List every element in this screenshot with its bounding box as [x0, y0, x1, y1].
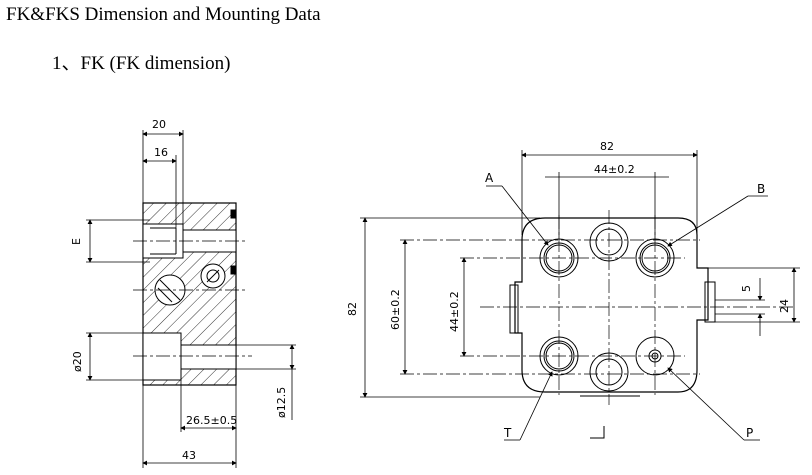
section-heading: 1、FK (FK dimension) — [52, 53, 231, 74]
dim-bore-depth: 26.5±0.5 — [186, 414, 237, 427]
port-label-p: P — [746, 426, 753, 440]
lower-bore — [142, 332, 182, 381]
dim-e-label: E — [70, 238, 83, 245]
dim-slot-height: 24 — [778, 299, 791, 313]
dim-top-width: 20 — [152, 118, 166, 131]
dim-overall-depth: 43 — [182, 449, 196, 462]
front-view — [509, 217, 716, 439]
dim-port-spacing-vertical-outer: 60±0.2 — [389, 289, 402, 330]
dim-top-inner: 16 — [154, 146, 168, 159]
lower-small-bore — [180, 344, 237, 370]
dim-port-spacing-horizontal: 44±0.2 — [594, 163, 635, 176]
dim-front-width: 82 — [600, 140, 614, 153]
valve-body-outline — [514, 217, 709, 393]
port-label-t: T — [503, 426, 512, 440]
dim-slot-width: 5 — [740, 285, 753, 292]
dim-bore-dia: ø20 — [71, 351, 84, 372]
dim-port-spacing-vertical-inner: 44±0.2 — [448, 291, 461, 332]
page-title: FK&FKS Dimension and Mounting Data — [6, 4, 321, 25]
dim-front-height: 82 — [346, 302, 359, 316]
port-label-b: B — [757, 182, 765, 196]
side-section-view — [86, 130, 296, 468]
port-label-a: A — [485, 171, 494, 185]
dim-small-dia: ø12.5 — [275, 387, 288, 418]
